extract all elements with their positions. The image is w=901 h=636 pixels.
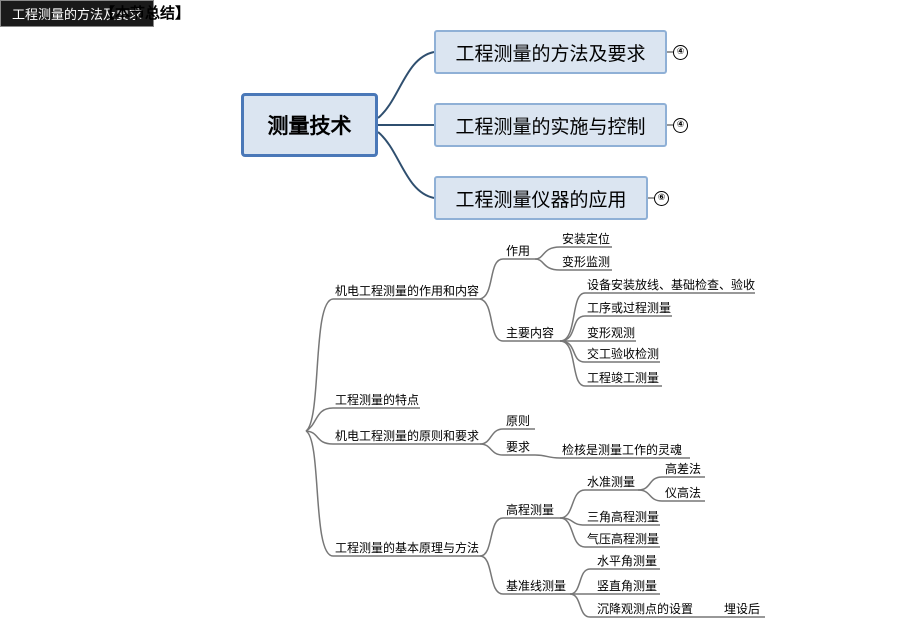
tree-b3-principle: 原则 xyxy=(506,414,531,428)
connector-top-3 xyxy=(377,131,435,199)
edge-height-pressure xyxy=(559,517,660,548)
tree-content-item-4: 交工验收检测 xyxy=(587,347,660,361)
tree-b1: 机电工程测量的作用和内容 xyxy=(335,284,480,298)
edge-b4-height xyxy=(479,517,560,557)
tree-b2: 工程测量的特点 xyxy=(335,393,420,407)
tree-leveling-item-1: 高差法 xyxy=(665,462,702,476)
topic-methods: 工程测量的方法及要求 xyxy=(434,30,667,74)
edge-level-2 xyxy=(637,489,705,502)
edge-root-b2 xyxy=(305,407,420,432)
edge-content-2 xyxy=(559,315,672,342)
tree-b4-height: 高程测量 xyxy=(506,503,555,517)
score-badge-3: ⑥ xyxy=(654,191,669,206)
edge-b1-role xyxy=(479,258,535,300)
edge-base-settle xyxy=(569,593,700,618)
tree-content-item-2: 工序或过程测量 xyxy=(587,301,672,315)
tree-content-item-3: 变形观测 xyxy=(587,326,636,340)
tree-content-item-5: 工程竣工测量 xyxy=(587,371,660,385)
edge-root-b1 xyxy=(305,298,480,432)
connector-top-1 xyxy=(377,51,435,119)
edge-root-b3 xyxy=(305,430,480,445)
edge-height-leveling xyxy=(559,489,638,519)
tree-settle-detail: 埋设后 xyxy=(724,602,761,616)
edge-b1-content xyxy=(479,298,560,342)
edge-base-1 xyxy=(569,568,660,595)
topic-implementation: 工程测量的实施与控制 xyxy=(434,103,667,147)
tree-baseline-item-1: 水平角测量 xyxy=(597,554,658,568)
tree-leveling-item-2: 仪高法 xyxy=(665,486,702,500)
tree-b4: 工程测量的基本原理与方法 xyxy=(335,541,480,555)
tree-baseline-item-2: 竖直角测量 xyxy=(597,579,658,593)
tree-baseline-settle: 沉降观测点的设置 xyxy=(597,602,694,616)
edge-level-1 xyxy=(637,476,705,491)
topic-instruments: 工程测量仪器的应用 xyxy=(434,176,648,220)
tree-b3-requirement: 要求 xyxy=(506,440,531,454)
edge-b4-baseline xyxy=(479,555,570,595)
edge-content-1 xyxy=(559,292,755,342)
mindmap-root-node: 测量技术 xyxy=(241,93,378,157)
edge-role-2 xyxy=(534,258,612,271)
score-badge-1: ④ xyxy=(673,45,688,60)
tree-height-other-2: 气压高程测量 xyxy=(587,532,660,546)
edge-req-detail xyxy=(534,454,690,459)
score-badge-2: ④ xyxy=(673,118,688,133)
edge-role-1 xyxy=(534,246,612,260)
edge-root-b4 xyxy=(305,430,480,557)
tree-content-item-1: 设备安装放线、基础检查、验收 xyxy=(587,278,756,292)
tree-requirement-detail: 检核是测量工作的灵魂 xyxy=(562,443,683,457)
tree-b4-baseline: 基准线测量 xyxy=(506,579,567,593)
section-summary-label: 【本节总结】 xyxy=(100,4,191,22)
tree-b1-content: 主要内容 xyxy=(506,326,555,340)
tree-height-other-1: 三角高程测量 xyxy=(587,510,660,524)
edge-b3-requirement xyxy=(479,443,535,456)
edge-b3-principle xyxy=(479,428,535,445)
tree-role-item-1: 安装定位 xyxy=(562,232,611,246)
tree-height-leveling: 水准测量 xyxy=(587,475,636,489)
tree-role-item-2: 变形监测 xyxy=(562,255,611,269)
tree-root-node: 工程测量的方法及要求 xyxy=(0,0,154,27)
tree-b1-role: 作用 xyxy=(506,244,531,258)
edge-content-5 xyxy=(559,340,662,387)
tree-b3: 机电工程测量的原则和要求 xyxy=(335,429,480,443)
